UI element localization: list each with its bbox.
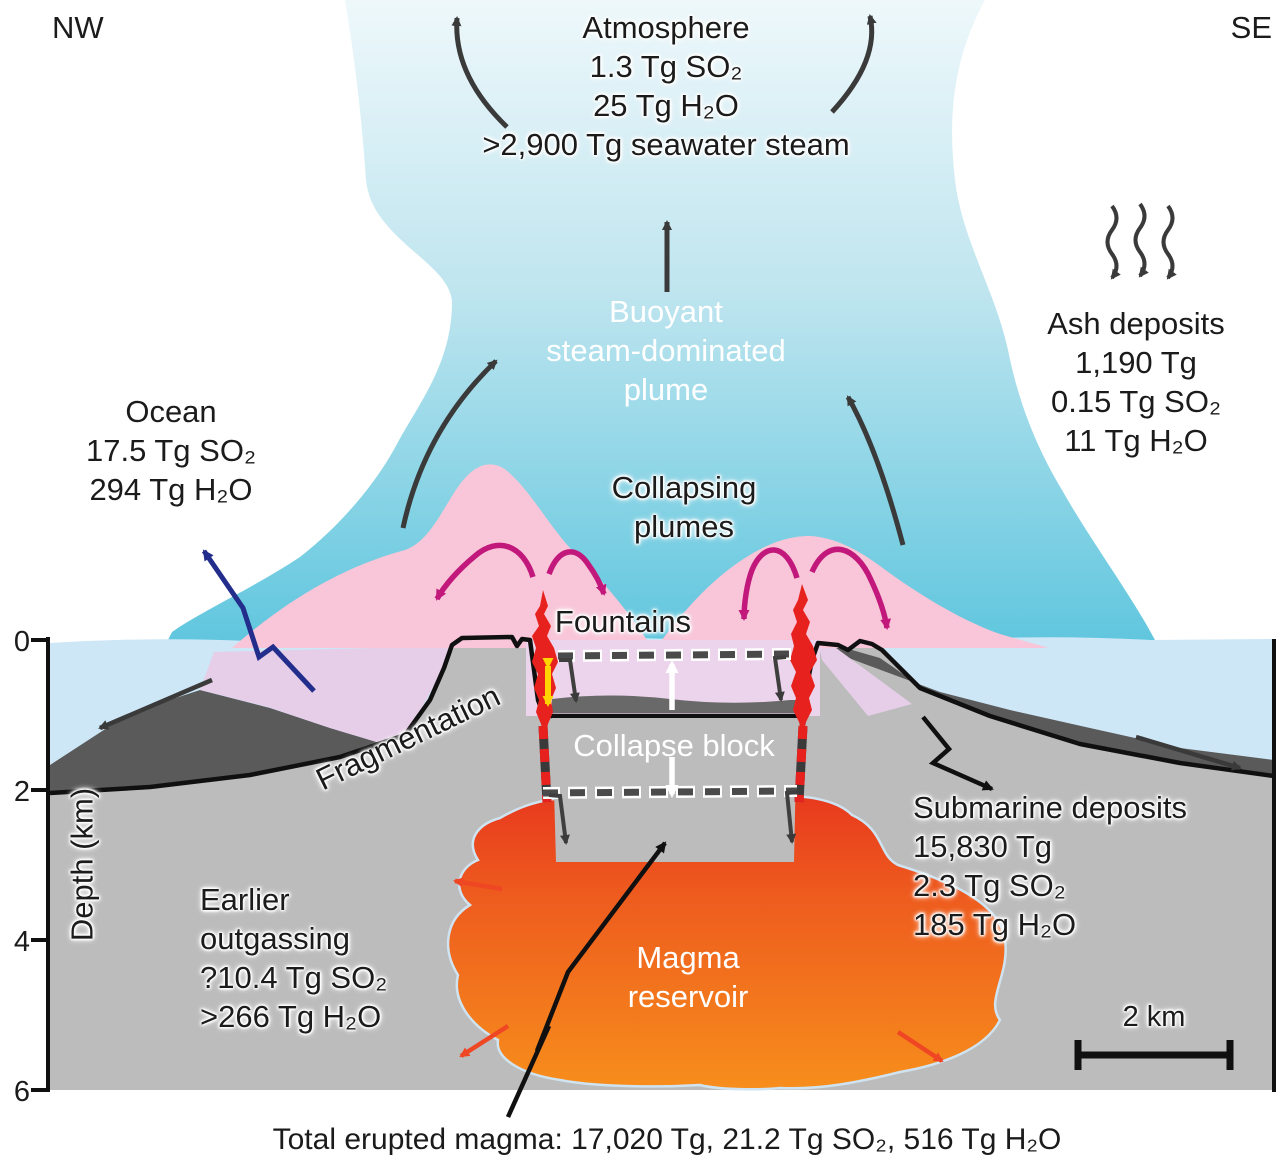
submarine-deposits-leader bbox=[921, 715, 994, 792]
deposit-wedge-right bbox=[822, 646, 1274, 774]
fountain-right bbox=[790, 584, 817, 738]
magma-reservoir-label: Magma reservoir bbox=[627, 940, 749, 1014]
ash-deposits-label: Ash deposits 1,190 Tg 0.15 Tg SO₂ 11 Tg … bbox=[1047, 306, 1225, 458]
ocean-transfer-arrow bbox=[201, 549, 316, 693]
orientation-se: SE bbox=[1230, 10, 1272, 45]
scale-bar-label: 2 km bbox=[1122, 1001, 1186, 1033]
submarine-deposits-label: Submarine deposits 15,830 Tg 2.3 Tg SO₂ … bbox=[913, 790, 1187, 942]
fountains-label: Fountains bbox=[554, 604, 692, 639]
plume-updraft-arrows bbox=[400, 14, 906, 546]
flank-pink-right bbox=[818, 642, 912, 716]
buoyant-plume-label: Buoyant steam-dominated plume bbox=[546, 294, 786, 407]
collapsing-plume-left bbox=[232, 464, 652, 648]
reservoir-outflow-arrows bbox=[453, 877, 944, 1063]
depth-tick-6: 6 bbox=[13, 1076, 30, 1108]
collapsing-plumes-label: Collapsing plumes bbox=[611, 470, 757, 544]
collapse-dashed-lines bbox=[542, 648, 798, 799]
collapsing-plume-arrows bbox=[434, 542, 892, 630]
total-magma-leader bbox=[505, 841, 667, 1118]
ocean-label: Ocean 17.5 Tg SO₂ 294 Tg H₂O bbox=[85, 394, 256, 507]
subsidence-arrows bbox=[548, 655, 798, 845]
flank-current-arrows bbox=[98, 677, 1242, 771]
deposit-wedge-left bbox=[50, 690, 390, 793]
scale-bar bbox=[1074, 1040, 1234, 1070]
collapse-block-label: Collapse block bbox=[573, 728, 775, 763]
depth-tick-2: 2 bbox=[13, 776, 30, 808]
magma-reservoir-shape bbox=[446, 794, 1007, 1091]
atmosphere-title: Atmosphere bbox=[582, 10, 750, 45]
atmosphere-so2: 1.3 Tg SO₂ bbox=[589, 49, 743, 84]
total-erupted-caption: Total erupted magma: 17,020 Tg, 21.2 Tg … bbox=[272, 1123, 1062, 1156]
depth-tick-0: 0 bbox=[13, 626, 30, 658]
flank-pink-left bbox=[200, 646, 455, 746]
atmosphere-label: Atmosphere 1.3 Tg SO₂ 25 Tg H₂O >2,900 T… bbox=[413, 8, 919, 164]
atmosphere-h2o: 25 Tg H₂O bbox=[593, 88, 739, 123]
depth-axis-label: Depth (km) bbox=[64, 787, 100, 942]
atmosphere-steam: >2,900 Tg seawater steam bbox=[482, 127, 850, 162]
earlier-outgassing-label: Earlier outgassing ?10.4 Tg SO₂ >266 Tg … bbox=[200, 882, 388, 1034]
depth-axis bbox=[31, 637, 50, 1092]
orientation-nw: NW bbox=[52, 10, 104, 45]
ash-fallout-arrows bbox=[1105, 202, 1177, 280]
depth-tick-4: 4 bbox=[13, 926, 30, 958]
